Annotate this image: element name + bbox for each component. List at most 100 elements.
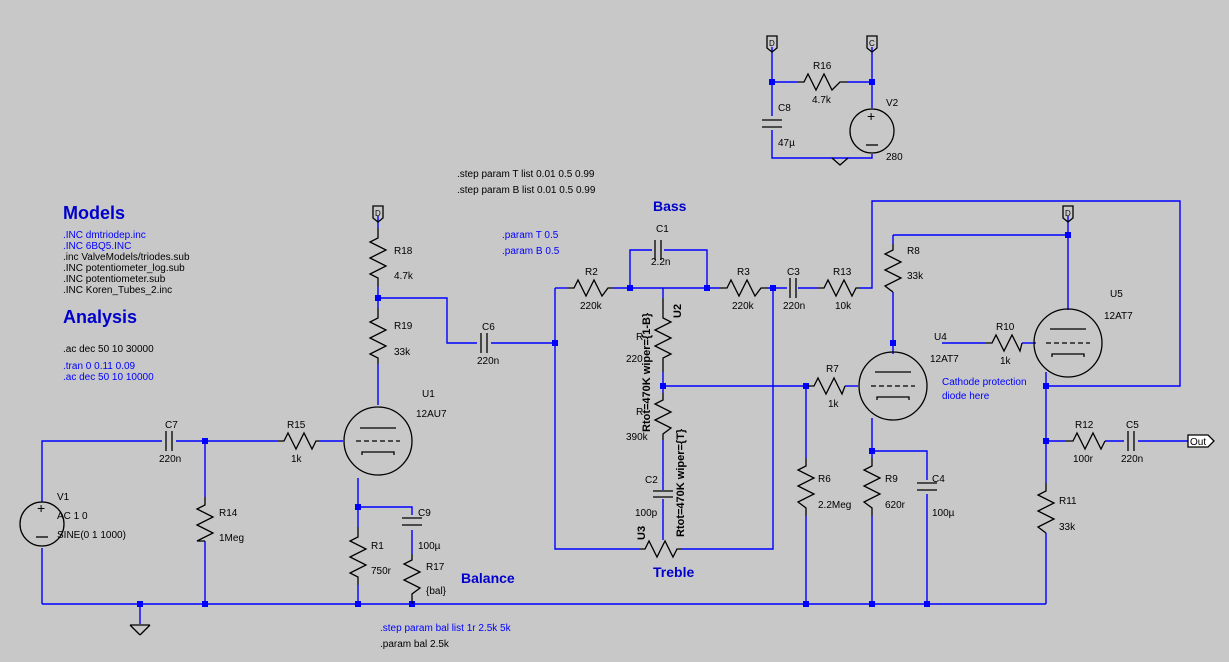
step-directive: .step param T list 0.01 0.5 0.99 [457, 169, 595, 180]
balance-label: Balance [461, 570, 515, 586]
part-label: 100µ [418, 541, 441, 552]
part-label: C2 [645, 475, 658, 486]
c9-capacitor [402, 517, 422, 526]
bass-label: Bass [653, 198, 687, 214]
supply-flag-u4: D [1062, 205, 1074, 223]
part-label: C9 [418, 508, 431, 519]
part-label: V1 [57, 492, 70, 503]
c3-capacitor [789, 278, 797, 298]
wires [41, 47, 1188, 624]
pot2-label: Rtot=470K wiper={T} [675, 428, 687, 537]
part-label: 33k [394, 347, 411, 358]
v2-ground-symbol [831, 157, 849, 166]
svg-text:D: D [1065, 209, 1071, 218]
r-treble-pot [640, 539, 681, 559]
part-label: 1k [828, 399, 840, 410]
part-label: 220n [159, 454, 181, 465]
r7-resistor [808, 376, 846, 396]
r11-resistor [1036, 483, 1056, 534]
part-label: 33k [907, 271, 924, 282]
part-label: C3 [787, 267, 800, 278]
r6-resistor [796, 458, 816, 516]
part-label: 280 [886, 152, 903, 163]
r5-resistor [653, 393, 673, 440]
part-label: 220n [783, 301, 805, 312]
treble-label: Treble [653, 564, 694, 580]
part-label: {bal} [426, 586, 447, 597]
part-label: 390k [626, 432, 649, 443]
v1-source: + [19, 500, 65, 547]
out-label: Out [1190, 437, 1206, 448]
part-label: 750r [371, 566, 392, 577]
include-line: .inc ValveModels/triodes.sub [63, 252, 190, 263]
c6-capacitor [480, 333, 488, 353]
part-label: R14 [219, 508, 238, 519]
junction-dots [137, 79, 1071, 607]
part-label: 220n [1121, 454, 1143, 465]
part-label: 12AT7 [1104, 311, 1133, 322]
part-label: R7 [826, 364, 839, 375]
part-label: 220n [477, 356, 499, 367]
analysis-line: .tran 0 0.11 0.09 [63, 361, 136, 372]
supply-flag-u1: D [372, 205, 384, 223]
part-label: C7 [165, 420, 178, 431]
part-label: 1k [291, 454, 303, 465]
include-line: .INC potentiometer.sub [63, 274, 166, 285]
part-label: R9 [885, 474, 898, 485]
c8-capacitor [762, 119, 782, 128]
u5-tube [1033, 308, 1103, 378]
part-label: C8 [778, 103, 791, 114]
svg-text:C: C [869, 39, 875, 48]
part-label: R12 [1075, 420, 1094, 431]
include-line: .INC 6BQ5.INC [63, 241, 131, 252]
part-label: 620r [885, 500, 906, 511]
r14-resistor [195, 497, 215, 542]
r18-resistor [368, 228, 388, 287]
part-label: 220k [732, 301, 755, 312]
part-labels: R18 4.7k R19 33k C6 220n C7 220n R15 1k … [57, 61, 1143, 597]
analysis-heading: Analysis [63, 307, 137, 327]
part-label: R13 [833, 267, 852, 278]
r16-resistor [797, 72, 848, 92]
c7-capacitor [165, 431, 173, 451]
part-label: 2.2n [651, 257, 670, 268]
v2-source: + [849, 108, 895, 154]
include-line: .INC potentiometer_log.sub [63, 263, 185, 274]
r19-resistor [368, 308, 388, 364]
bal-step: .step param bal list 1r 2.5k 5k [380, 623, 512, 634]
u4-tube [858, 351, 928, 421]
part-label: 10k [835, 301, 852, 312]
c4-capacitor [917, 482, 937, 491]
svg-text:+: + [867, 108, 875, 124]
r2-resistor [567, 278, 614, 298]
part-label: U3 [636, 526, 648, 540]
part-label: U2 [672, 304, 684, 318]
part-label: 100p [635, 508, 658, 519]
part-label: R6 [818, 474, 831, 485]
out-port [1187, 434, 1215, 448]
part-label: U4 [934, 332, 947, 343]
svg-text:D: D [769, 39, 775, 48]
part-label: C4 [932, 474, 945, 485]
part-label: R18 [394, 246, 413, 257]
ground-symbol [129, 624, 151, 636]
r8-resistor [883, 244, 903, 293]
directives: Models .INC dmtriodep.inc .INC 6BQ5.INC … [63, 169, 596, 650]
svg-text:D: D [375, 209, 381, 218]
cathode-note: Cathode protection [942, 377, 1027, 388]
analysis-line: .ac dec 50 10 10000 [63, 372, 154, 383]
r10-resistor [985, 333, 1023, 353]
param-line: .param B 0.5 [502, 246, 560, 257]
part-label: U5 [1110, 289, 1123, 300]
step-directive: .step param B list 0.01 0.5 0.99 [457, 185, 596, 196]
part-label: C6 [482, 322, 495, 333]
part-label: R17 [426, 562, 445, 573]
part-label: R15 [287, 420, 306, 431]
param-line: .param T 0.5 [502, 230, 559, 241]
part-label: 1k [1000, 356, 1012, 367]
supply-flag-c: C [866, 35, 878, 53]
u1-tube [343, 406, 413, 476]
part-label: 12AU7 [416, 409, 447, 420]
part-label: 4.7k [812, 95, 832, 106]
